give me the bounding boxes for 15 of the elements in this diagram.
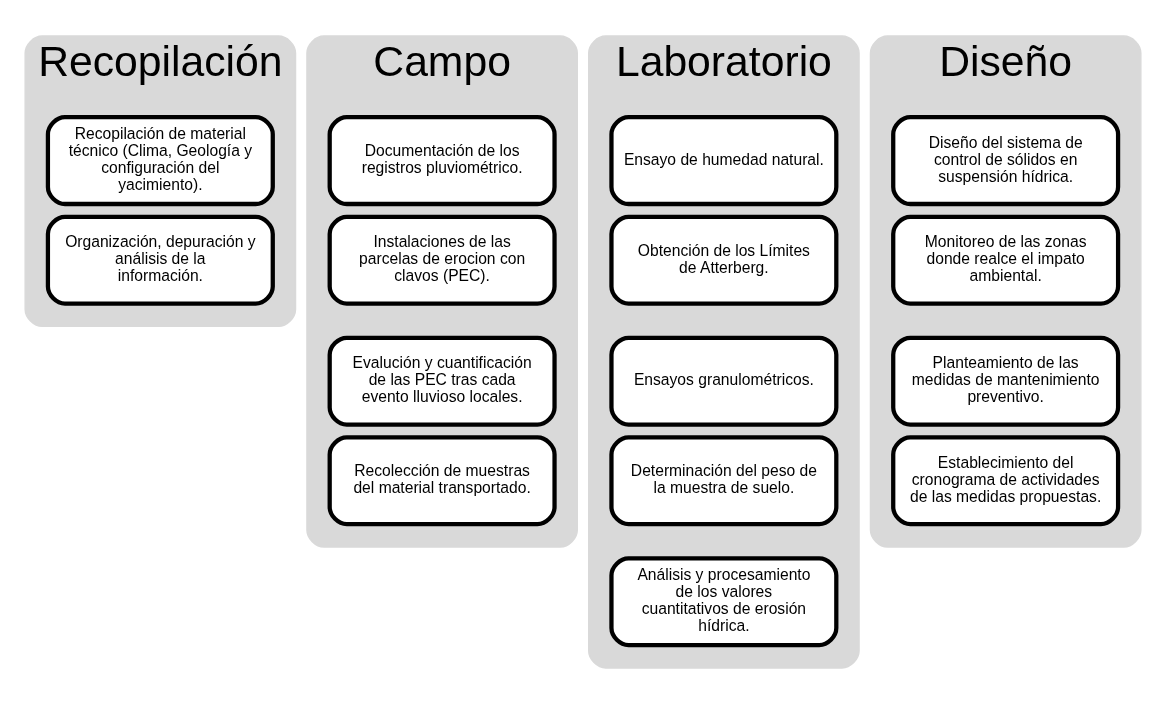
node-box: Organización, depuración y análisis de la información. bbox=[45, 214, 275, 306]
node-box: Determinación del peso de la muestra de suelo. bbox=[609, 435, 839, 527]
node-box: Ensayo de humedad natural. bbox=[609, 115, 839, 207]
node-box: Planteamiento de las medidas de mantenimiento preventivo. bbox=[891, 335, 1121, 427]
node-box: Ensayos granulométricos. bbox=[609, 335, 839, 427]
node-box: Establecimiento del cronograma de actividades de las medidas propuestas. bbox=[891, 435, 1121, 527]
node-box: Instalaciones de las parcelas de erocion con clavos (PEC). bbox=[327, 214, 557, 306]
node-box: Diseño del sistema de control de sólidos en suspensión hídrica. bbox=[891, 115, 1121, 207]
node-box: Recolección de muestras del material transportado. bbox=[327, 435, 557, 527]
node-box: Análisis y procesamiento de los valores cuantitativos de erosión hídrica. bbox=[609, 556, 839, 648]
node-box: Monitoreo de las zonas donde realce el impato ambiental. bbox=[891, 214, 1121, 306]
node-box: Evalución y cuantificación de las PEC tras cada evento lluvioso locales. bbox=[327, 335, 557, 427]
node-box: Recopilación de material técnico (Clima, Geología y configuración del yacimiento). bbox=[45, 115, 275, 207]
node-box: Documentación de los registros pluviométrico. bbox=[327, 115, 557, 207]
node-box: Obtención de los Límites de Atterberg. bbox=[609, 214, 839, 306]
